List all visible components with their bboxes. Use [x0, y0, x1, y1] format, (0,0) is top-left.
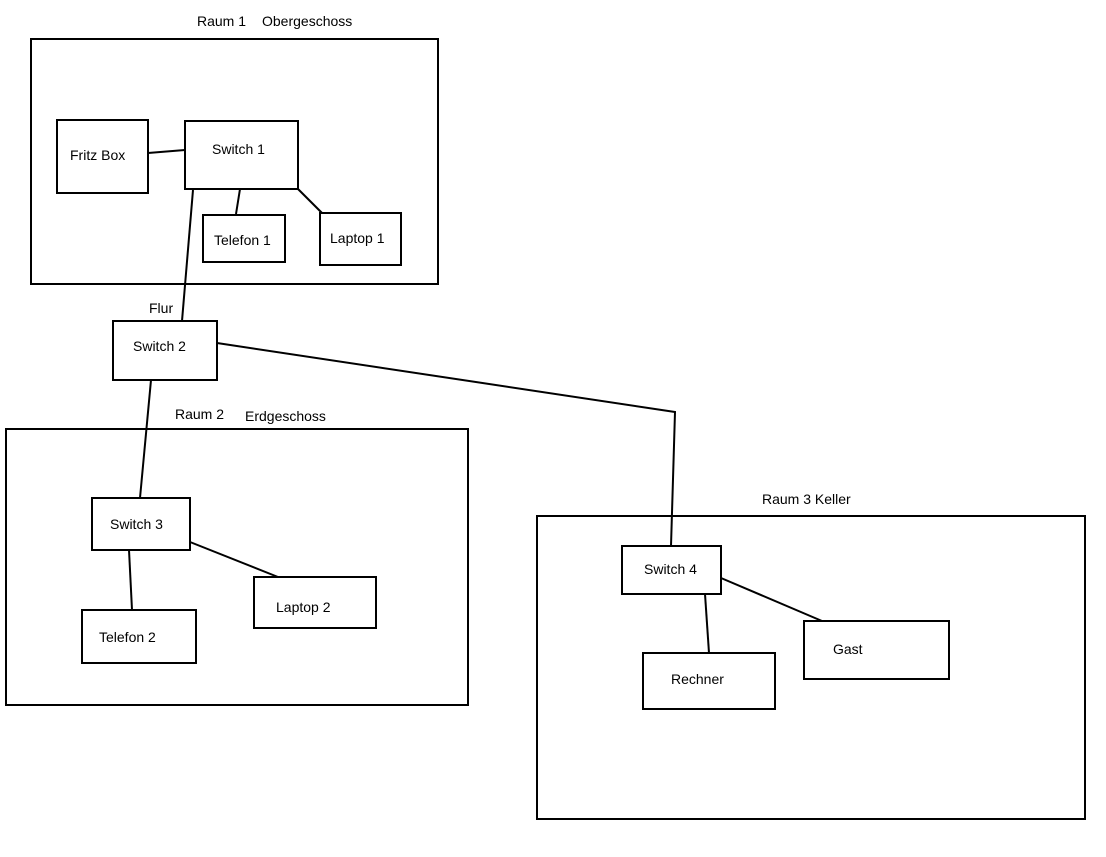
link-switch3-laptop2 — [189, 541, 279, 578]
device-telefon1-box — [202, 214, 286, 263]
device-label-rechner: Rechner — [671, 671, 724, 687]
device-label-fritzbox: Fritz Box — [70, 147, 125, 163]
link-switch4-rechner — [704, 593, 710, 654]
device-label-switch4: Switch 4 — [644, 561, 697, 577]
room-label-raum-1: Raum 1 — [197, 13, 246, 29]
device-switch4-box — [621, 545, 722, 595]
device-label-laptop1: Laptop 1 — [330, 230, 385, 246]
link-switch2-switch3 — [139, 379, 152, 499]
room-raum-2 — [5, 428, 469, 706]
device-label-telefon1: Telefon 1 — [214, 232, 271, 248]
device-switch1-box — [184, 120, 299, 190]
device-gast-box — [803, 620, 950, 680]
device-label-laptop2: Laptop 2 — [276, 599, 331, 615]
device-rechner-box — [642, 652, 776, 710]
link-switch2-switch4 — [216, 342, 677, 547]
room-label-raum-2: Raum 2 — [175, 406, 224, 422]
device-switch3-box — [91, 497, 191, 551]
link-switch1-switch2 — [181, 189, 194, 322]
room-label-flur: Flur — [149, 300, 173, 316]
link-switch4-gast — [720, 577, 823, 622]
link-switch1-laptop1 — [297, 188, 323, 214]
device-label-gast: Gast — [833, 641, 863, 657]
device-label-switch1: Switch 1 — [212, 141, 265, 157]
room-label-raum-3-keller: Raum 3 Keller — [762, 491, 851, 507]
device-laptop2-box — [253, 576, 377, 629]
link-fritzbox-switch1 — [147, 149, 186, 154]
room-label-obergeschoss: Obergeschoss — [262, 13, 352, 29]
device-switch2-box — [112, 320, 218, 381]
room-label-erdgeschoss: Erdgeschoss — [245, 408, 326, 424]
link-switch3-telefon2 — [128, 549, 133, 611]
device-label-switch3: Switch 3 — [110, 516, 163, 532]
device-label-telefon2: Telefon 2 — [99, 629, 156, 645]
link-switch1-telefon1 — [235, 188, 241, 215]
device-fritzbox-box — [56, 119, 149, 194]
device-telefon2-box — [81, 609, 197, 664]
device-label-switch2: Switch 2 — [133, 338, 186, 354]
device-laptop1-box — [319, 212, 402, 266]
